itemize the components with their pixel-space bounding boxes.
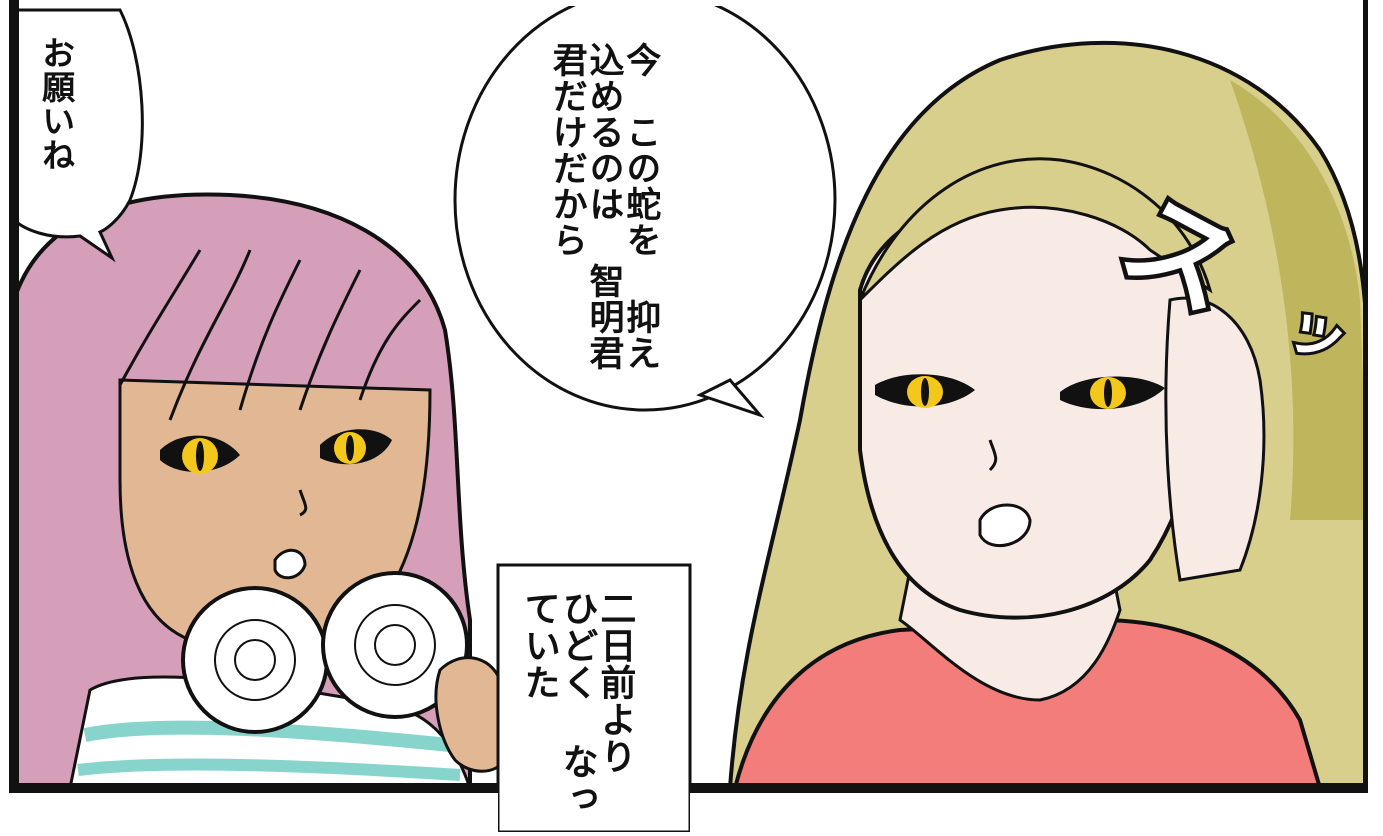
- center-bubble-text: 今 この蛇を 抑え込めるのは 智明君 君だけだから: [546, 42, 661, 372]
- caption-line-3: なっていた: [518, 590, 598, 817]
- right-eye: [875, 374, 1165, 410]
- caption-line-1: 二日前より: [594, 590, 636, 775]
- caption-box: [496, 563, 692, 834]
- speech-bubble-left: [12, 8, 144, 263]
- center-bubble-line-1: 今 この蛇を: [620, 42, 661, 258]
- headphones-icon: [181, 571, 469, 734]
- caption-text: 二日前より ひどく なっていた: [518, 590, 636, 820]
- caption-line-2: ひどく: [556, 590, 598, 701]
- speech-bubble-center: [453, 0, 837, 419]
- left-bubble-text: お願いね: [36, 36, 76, 226]
- left-character: [12, 192, 507, 790]
- center-bubble-line-2: 抑え込めるのは: [583, 42, 661, 371]
- left-eye: [160, 429, 392, 474]
- left-bubble-line: お願いね: [36, 36, 76, 172]
- center-bubble-line-3: 智明君: [583, 263, 624, 371]
- center-bubble-line-4: 君だけだから: [546, 42, 587, 258]
- right-character: [727, 40, 1371, 790]
